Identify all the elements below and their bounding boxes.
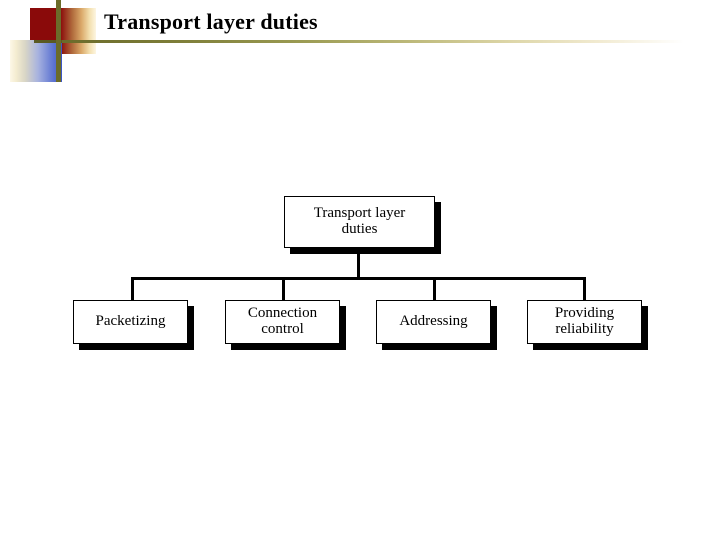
node-packetizing-line-1: Packetizing: [95, 313, 166, 330]
title-divider-rule: [62, 40, 684, 43]
node-packetizing: Packetizing: [73, 300, 188, 344]
connector-drop-addressing: [433, 277, 436, 301]
node-connection-control: Connection control: [225, 300, 340, 344]
node-addressing-text: Addressing: [399, 313, 468, 330]
node-root-text: Transport layer duties: [313, 205, 406, 238]
node-addressing: Addressing: [376, 300, 491, 344]
node-providing-reliability-line-2: reliability: [555, 321, 614, 337]
node-connection-control-line-1: Connection: [247, 305, 318, 322]
node-addressing-line-1: Addressing: [399, 313, 468, 330]
node-providing-reliability-text: Providing reliability: [554, 305, 615, 338]
node-connection-control-text: Connection control: [247, 305, 318, 338]
node-root-transport-layer-duties: Transport layer duties: [284, 196, 435, 248]
node-providing-reliability-line-1: Providing: [554, 305, 615, 322]
connector-drop-packetizing: [131, 277, 134, 301]
connector-drop-providing-reliability: [583, 277, 586, 301]
node-packetizing-text: Packetizing: [95, 313, 166, 330]
node-providing-reliability: Providing reliability: [527, 300, 642, 344]
connector-horizontal-bus: [131, 277, 586, 280]
node-root-line-1: Transport layer: [313, 205, 406, 222]
node-connection-control-line-2: control: [261, 321, 304, 337]
node-root-line-2: duties: [341, 221, 378, 237]
connector-root-stem: [357, 248, 360, 279]
connector-drop-connection-control: [282, 277, 285, 301]
page-title: Transport layer duties: [104, 9, 318, 34]
